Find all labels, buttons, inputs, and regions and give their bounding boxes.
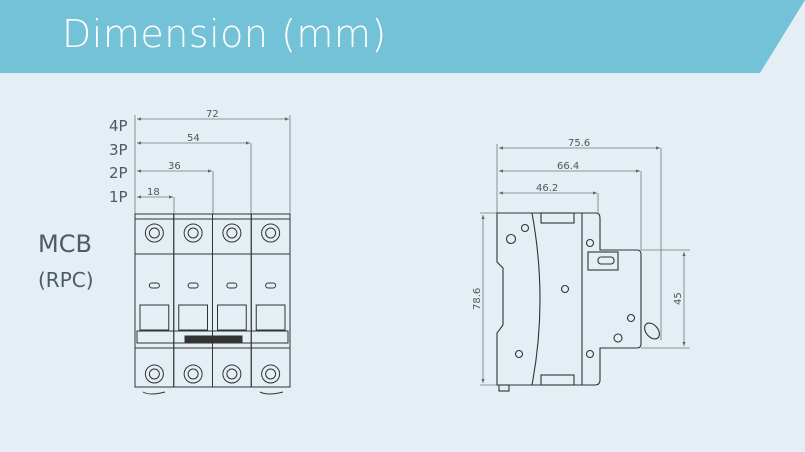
terminal-screw-top-inner [187, 227, 199, 239]
depth-75-6: 75.6 [568, 138, 590, 149]
header-banner [0, 0, 805, 73]
front-height-45: 45 [673, 292, 684, 305]
height-78-6: 78.6 [472, 288, 483, 310]
indicator-slot [226, 282, 238, 289]
terminal-screw-bottom [144, 364, 164, 384]
front-dimensions [134, 115, 291, 214]
pole-module [134, 213, 175, 388]
din-clip [142, 391, 284, 395]
terminal-screw-bottom-inner [148, 368, 160, 380]
terminal-screw-bottom-inner [187, 368, 199, 380]
toggle-area [178, 304, 208, 331]
indicator-slot [265, 282, 277, 289]
terminal-screw-top [261, 223, 281, 243]
terminal-screw-top [183, 223, 203, 243]
terminal-screw-bottom [261, 364, 281, 384]
pole-module [212, 213, 252, 388]
toggle-area [139, 304, 170, 331]
terminal-screw-top-inner [226, 227, 238, 239]
terminal-screw-top [144, 223, 164, 243]
toggle-bar [136, 330, 289, 344]
pole-module [173, 213, 213, 388]
width-2p: 36 [168, 161, 181, 172]
toggle-area [255, 304, 286, 331]
depth-46-2: 46.2 [536, 183, 558, 194]
pole-label-3p: 3P [109, 141, 128, 159]
pole-label-4p: 4P [109, 117, 128, 135]
mcb-front-view [134, 213, 291, 395]
terminal-screw-top [222, 223, 242, 243]
terminal-screw-bottom-inner [265, 368, 277, 380]
pole-label-1p: 1P [109, 188, 128, 206]
terminal-screw-top-inner [148, 227, 160, 239]
terminal-screw-bottom [222, 364, 242, 384]
mcb-side-view [496, 212, 660, 392]
indicator-slot [187, 282, 199, 289]
terminal-screw-top-inner [265, 227, 277, 239]
width-1p: 18 [147, 187, 160, 198]
pole-label-2p: 2P [109, 164, 128, 182]
terminal-screw-bottom-inner [226, 368, 238, 380]
handle-grip [184, 335, 243, 343]
pole-module [250, 213, 291, 388]
toggle-area [217, 304, 247, 331]
terminal-screw-bottom [183, 364, 203, 384]
page-title: Dimension (mm) [62, 12, 387, 56]
product-name: MCB [38, 230, 92, 258]
depth-66-4: 66.4 [557, 161, 579, 172]
product-variant: (RPC) [38, 268, 94, 292]
width-3p: 54 [187, 133, 200, 144]
indicator-slot [148, 282, 160, 289]
side-dimensions [480, 144, 690, 386]
width-4p: 72 [206, 109, 219, 120]
